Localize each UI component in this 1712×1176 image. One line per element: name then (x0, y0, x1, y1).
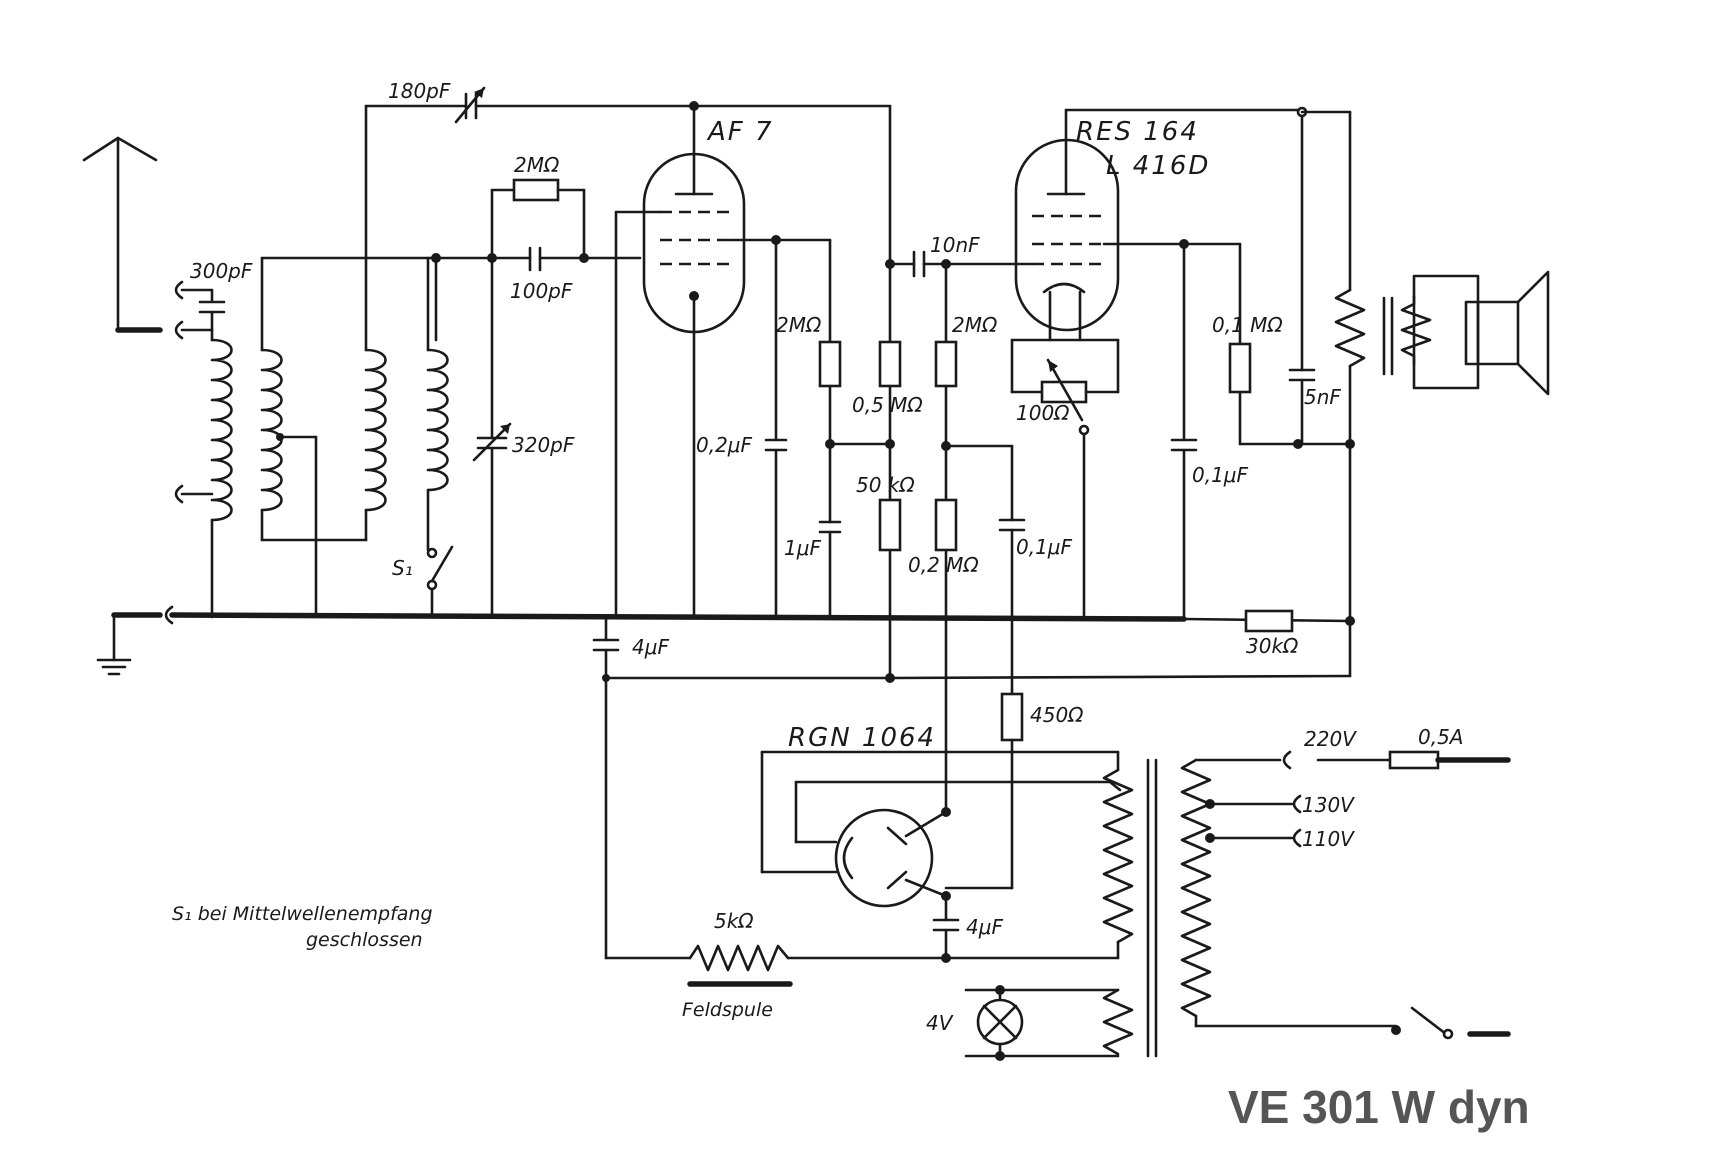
label-5kO: 5kΩ (714, 909, 754, 933)
capacitor-180pF: 180pF (364, 79, 892, 124)
potentiometer-100O: 100Ω (1010, 338, 1120, 619)
label-0_1MO: 0,1 MΩ (1212, 313, 1283, 337)
label-s1: S₁ (392, 556, 413, 580)
model-title: VE 301 W dyn (1228, 1081, 1530, 1133)
label-0_2MO: 0,2 MΩ (908, 553, 979, 577)
mains-taps: 220V 0,5A 130V 110V (1194, 725, 1511, 851)
label-rgn1064: RGN 1064 (788, 723, 936, 753)
resistor-2MO-grid: 2MΩ (490, 153, 586, 260)
label-4uF-a: 4μF (632, 635, 669, 659)
ground-bus (169, 612, 1187, 622)
antenna-coil (180, 288, 233, 619)
label-fuse-0_5A: 0,5A (1418, 725, 1464, 749)
antenna-sockets (164, 280, 184, 625)
label-4uF-b: 4μF (966, 915, 1003, 939)
tube-res164: RES 164 L 416D (1014, 108, 1210, 342)
resistor-450O: 450Ω (944, 688, 1084, 890)
capacitor-320pF: 320pF (472, 256, 575, 619)
capacitor-4uF-b: 4μF (932, 894, 1003, 960)
label-feldspule: Feldspule (682, 999, 773, 1021)
note-line-1: S₁ bei Mittelwellenempfang (172, 903, 433, 925)
label-2MO-a: 2MΩ (776, 313, 822, 337)
label-2MO-grid: 2MΩ (514, 153, 560, 177)
label-10nF: 10nF (930, 233, 980, 257)
tube-af7: AF 7 (614, 104, 782, 619)
label-4V: 4V (926, 1011, 954, 1035)
label-100O: 100Ω (1016, 401, 1070, 425)
label-0_5MO: 0,5 MΩ (852, 393, 923, 417)
label-30kO: 30kΩ (1246, 634, 1299, 658)
label-300pF: 300pF (190, 259, 253, 283)
label-1uF: 1μF (784, 536, 821, 560)
antenna-symbol (82, 136, 163, 333)
label-50kO: 50 kΩ (856, 473, 915, 497)
switch-s1: S₁ (392, 545, 454, 619)
ground-symbol (96, 612, 163, 676)
label-0_2uF: 0,2μF (696, 433, 753, 457)
label-0_1uF-b: 0,1μF (1192, 463, 1249, 487)
rectifier-rgn1064: RGN 1064 (788, 723, 948, 908)
label-220V: 220V (1304, 727, 1357, 751)
tuning-coils (260, 104, 449, 619)
capacitor-4uF-a: 4μF (592, 615, 669, 960)
power-transformer (964, 750, 1398, 1058)
lamp-4V-icon: 4V (926, 985, 1024, 1061)
label-110V: 110V (1302, 827, 1355, 851)
label-320pF: 320pF (512, 433, 575, 457)
label-0_1uF-a: 0,1μF (1016, 535, 1073, 559)
label-2MO-b: 2MΩ (952, 313, 998, 337)
capacitor-100pF: 100pF (510, 246, 642, 303)
mains-switch (1391, 1006, 1511, 1040)
field-coil-5kO: 5kΩ Feldspule (604, 909, 1120, 1021)
label-100pF: 100pF (510, 279, 573, 303)
label-5nF: 5nF (1304, 385, 1341, 409)
label-af7: AF 7 (706, 117, 774, 147)
label-130V: 130V (1302, 793, 1355, 817)
label-l416d: L 416D (1106, 151, 1210, 181)
speaker-icon (1464, 270, 1550, 396)
label-450O: 450Ω (1030, 703, 1084, 727)
note-line-2: geschlossen (306, 929, 423, 951)
label-180pF: 180pF (388, 79, 451, 103)
label-res164: RES 164 (1076, 117, 1199, 147)
